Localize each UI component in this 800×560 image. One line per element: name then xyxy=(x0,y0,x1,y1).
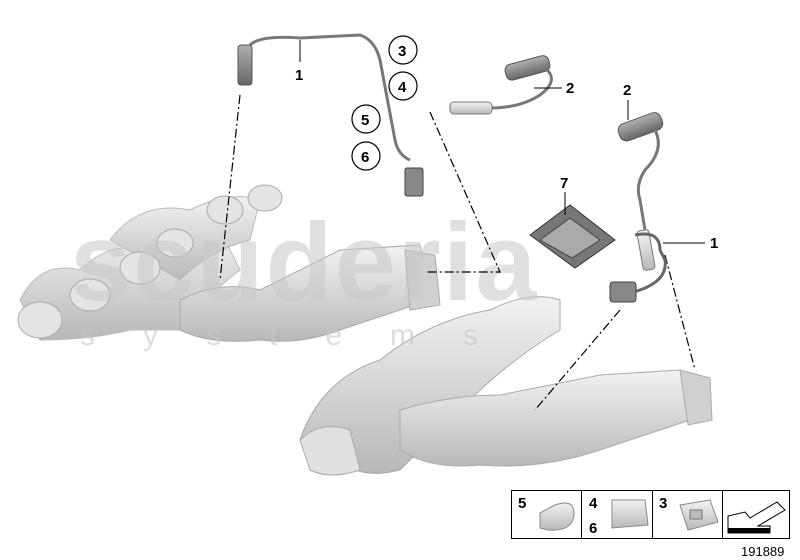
callout-circles xyxy=(351,35,418,171)
oxygen-sensor-1-right xyxy=(609,232,667,303)
legend-4: 4 xyxy=(589,495,598,512)
oxygen-sensor-2-top xyxy=(449,55,553,115)
right-exhaust-manifold xyxy=(299,296,561,476)
right-catalytic-converter xyxy=(399,369,713,467)
legend-5: 5 xyxy=(518,495,526,512)
clip-4-6-icon xyxy=(611,499,649,529)
callout-1-right: 1 xyxy=(710,235,718,252)
clip-5-icon xyxy=(539,502,575,531)
callout-5: 5 xyxy=(361,112,369,129)
left-catalytic-converter xyxy=(179,244,441,342)
callout-1-left: 1 xyxy=(295,67,303,84)
callout-6: 6 xyxy=(361,149,369,166)
callout-7: 7 xyxy=(560,175,568,192)
callout-leaders xyxy=(299,40,705,244)
drawing-number: 191889 xyxy=(741,544,784,559)
sensor-bracket-7 xyxy=(529,204,616,269)
callout-2-right: 2 xyxy=(623,82,631,99)
callout-4: 4 xyxy=(398,79,407,96)
watermark-logo-sub: systems xyxy=(80,319,526,352)
watermark-logo: scuderia xyxy=(70,201,538,324)
clip-legend xyxy=(511,490,790,539)
callout-3: 3 xyxy=(398,43,406,60)
leader-lines xyxy=(219,94,696,411)
callout-2-top: 2 xyxy=(566,80,574,97)
legend-6: 6 xyxy=(589,520,597,537)
legend-3: 3 xyxy=(659,495,667,512)
oxygen-sensor-1-left xyxy=(237,33,424,197)
oxygen-sensor-2-right xyxy=(617,112,664,271)
